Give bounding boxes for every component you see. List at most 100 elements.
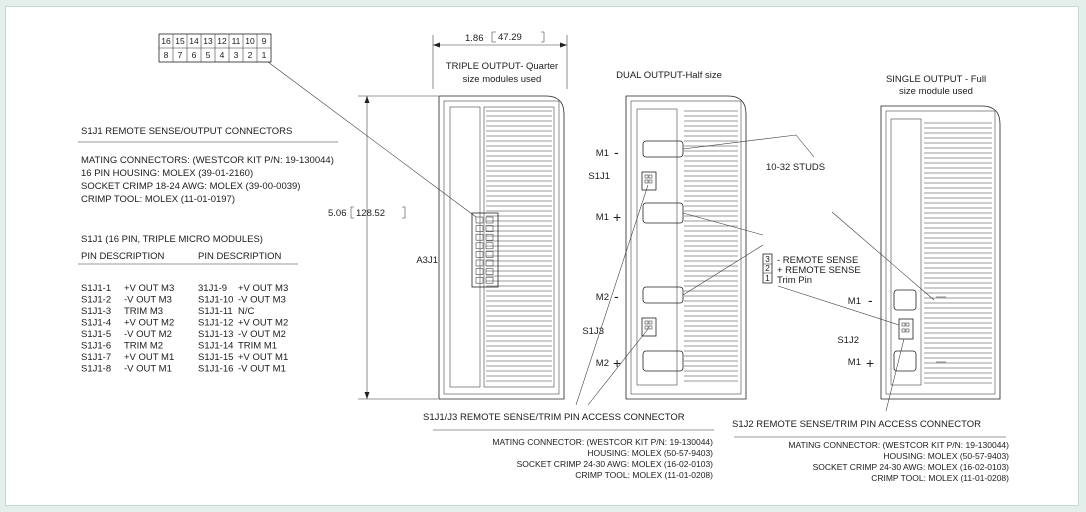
connector-pin xyxy=(485,268,494,275)
connector-pin xyxy=(485,225,494,232)
pin-description: -V OUT M1 xyxy=(124,364,172,375)
pin-id: 31J1-9 xyxy=(198,283,227,294)
s1j2-connector xyxy=(898,318,914,340)
mating-line: 16 PIN HOUSING: MOLEX (39-01-2160) xyxy=(81,168,253,179)
table-title: S1J1 (16 PIN, TRIPLE MICRO MODULES) xyxy=(81,234,263,245)
pin-header-diagram: 16 15 14 13 12 11 10 9 8 7 6 5 4 3 2 1 xyxy=(158,33,477,218)
remote-sense-legend: 3 2 1 - REMOTE SENSE + REMOTE SENSE Trim… xyxy=(762,253,900,326)
note-line: MATING CONNECTOR: (WESTCOR KIT P/N: 19-1… xyxy=(788,440,1009,450)
minus-sign: - xyxy=(868,292,873,308)
leader-line xyxy=(587,328,649,406)
note-line: HOUSING: MOLEX (50-57-9403) xyxy=(587,448,713,458)
pin-id: S1J1-12 xyxy=(198,318,233,329)
pin-description: TRIM M3 xyxy=(124,306,163,317)
note-title: S1J1/J3 REMOTE SENSE/TRIM PIN ACCESS CON… xyxy=(423,412,685,423)
pin-id: S1J1-10 xyxy=(198,295,233,306)
connector-pin xyxy=(485,216,494,224)
pin-description: -V OUT M1 xyxy=(238,364,286,375)
studs-label: 10-32 STUDS xyxy=(766,162,825,173)
plus-sign: + xyxy=(613,355,621,371)
width-mm: 47.29 xyxy=(498,32,522,43)
height-inches: 5.06 xyxy=(328,208,347,219)
connector-pin xyxy=(475,233,484,241)
pin-number: 10 xyxy=(245,36,255,46)
leader-line xyxy=(267,61,477,218)
pin-description: -V OUT M3 xyxy=(238,295,286,306)
pin-id: S1J1-5 xyxy=(81,329,111,340)
mechanical-drawing: 16 15 14 13 12 11 10 9 8 7 6 5 4 3 2 1 S… xyxy=(78,31,1009,483)
connector-pin xyxy=(485,251,494,258)
pin-description: N/C xyxy=(238,306,255,317)
m2-label: M2 xyxy=(596,292,609,303)
width-dimension: 1.86 47.29 xyxy=(432,31,568,89)
legend-label: Trim Pin xyxy=(777,275,812,286)
s1j1-connector xyxy=(641,171,657,191)
pin-number: 13 xyxy=(203,36,213,46)
pin-id: S1J1-6 xyxy=(81,341,111,352)
pin-number: 8 xyxy=(164,50,169,60)
s1j2-note: S1J2 REMOTE SENSE/TRIM PIN ACCESS CONNEC… xyxy=(732,419,1009,483)
minus-sign: - xyxy=(614,288,619,304)
pin-number: 14 xyxy=(189,36,199,46)
m1-label: M1 xyxy=(596,148,609,159)
unit-title: size module used xyxy=(899,86,973,97)
pin-number: 4 xyxy=(220,50,225,60)
pin-id: S1J1-14 xyxy=(198,341,233,352)
pin-id: S1J1-7 xyxy=(81,352,111,363)
note-line: SOCKET CRIMP 24-30 AWG: MOLEX (16-02-010… xyxy=(517,459,714,469)
column-header: PIN DESCRIPTION xyxy=(198,251,282,262)
pin-description: TRIM M2 xyxy=(124,341,163,352)
pin-number: 9 xyxy=(262,36,267,46)
single-output-unit: SINGLE OUTPUT - Full size module used M1… xyxy=(831,74,1001,400)
m1-label: M1 xyxy=(848,296,861,307)
legend-label: + REMOTE SENSE xyxy=(777,265,861,276)
s1j3-connector xyxy=(641,317,657,337)
pin-id: S1J1-1 xyxy=(81,283,111,294)
connector-label: A3J1 xyxy=(416,255,438,266)
height-dimension: 5.06 128.52 xyxy=(328,95,438,400)
s1j1-j3-note: S1J1/J3 REMOTE SENSE/TRIM PIN ACCESS CON… xyxy=(423,412,714,480)
s1j2-label: S1J2 xyxy=(837,335,859,346)
pin-id: S1J1-3 xyxy=(81,306,111,317)
pin-id: S1J1-4 xyxy=(81,318,111,329)
note-line: CRIMP TOOL: MOLEX (11-01-0208) xyxy=(575,470,713,480)
pin-description: -V OUT M3 xyxy=(124,295,172,306)
pin-number: 15 xyxy=(175,36,185,46)
s1j3-label: S1J3 xyxy=(582,326,604,337)
m1-label: M1 xyxy=(848,357,861,368)
pin-number: 1 xyxy=(262,50,267,60)
m1-plus-terminal xyxy=(893,350,917,372)
column-header: PIN DESCRIPTION xyxy=(81,251,165,262)
connector-pin xyxy=(475,268,484,275)
dual-output-unit: DUAL OUTPUT-Half size M1 - S1J1 M1 + M2 … xyxy=(582,70,825,400)
note-line: MATING CONNECTOR: (WESTCOR KIT P/N: 19-1… xyxy=(492,437,713,447)
drawing-sheet: 16 15 14 13 12 11 10 9 8 7 6 5 4 3 2 1 S… xyxy=(5,6,1079,506)
legend-label: - REMOTE SENSE xyxy=(777,255,858,266)
m2-label: M2 xyxy=(596,358,609,369)
section-title: S1J1 REMOTE SENSE/OUTPUT CONNECTORS xyxy=(81,126,292,137)
pin-number: 16 xyxy=(161,36,171,46)
pin-description: +V OUT M2 xyxy=(238,318,288,329)
connector-pin xyxy=(475,225,484,232)
note-line: SOCKET CRIMP 24-30 AWG: MOLEX (16-02-010… xyxy=(813,462,1010,472)
studs-leader xyxy=(831,211,935,301)
note-title: S1J2 REMOTE SENSE/TRIM PIN ACCESS CONNEC… xyxy=(732,419,981,430)
pin-id: S1J1-8 xyxy=(81,364,111,375)
pin-description: +V OUT M1 xyxy=(238,352,288,363)
pin-id: S1J1-15 xyxy=(198,352,233,363)
pin-number: 6 xyxy=(192,50,197,60)
unit-title: size modules used xyxy=(463,74,542,85)
connector-pin xyxy=(475,216,484,224)
pin-number: 2 xyxy=(765,263,770,273)
pin-number: 1 xyxy=(765,273,770,283)
legend-leader xyxy=(777,285,900,326)
pin-number: 5 xyxy=(206,50,211,60)
a3j1-connector xyxy=(471,212,499,288)
connector-pin xyxy=(475,276,484,284)
connector-pin xyxy=(485,242,494,250)
pin-description: TRIM M1 xyxy=(238,341,277,352)
triple-output-unit: TRIPLE OUTPUT- Quarter size modules used… xyxy=(416,61,565,400)
pin-description: -V OUT M2 xyxy=(238,329,286,340)
connector-pin xyxy=(485,233,494,241)
